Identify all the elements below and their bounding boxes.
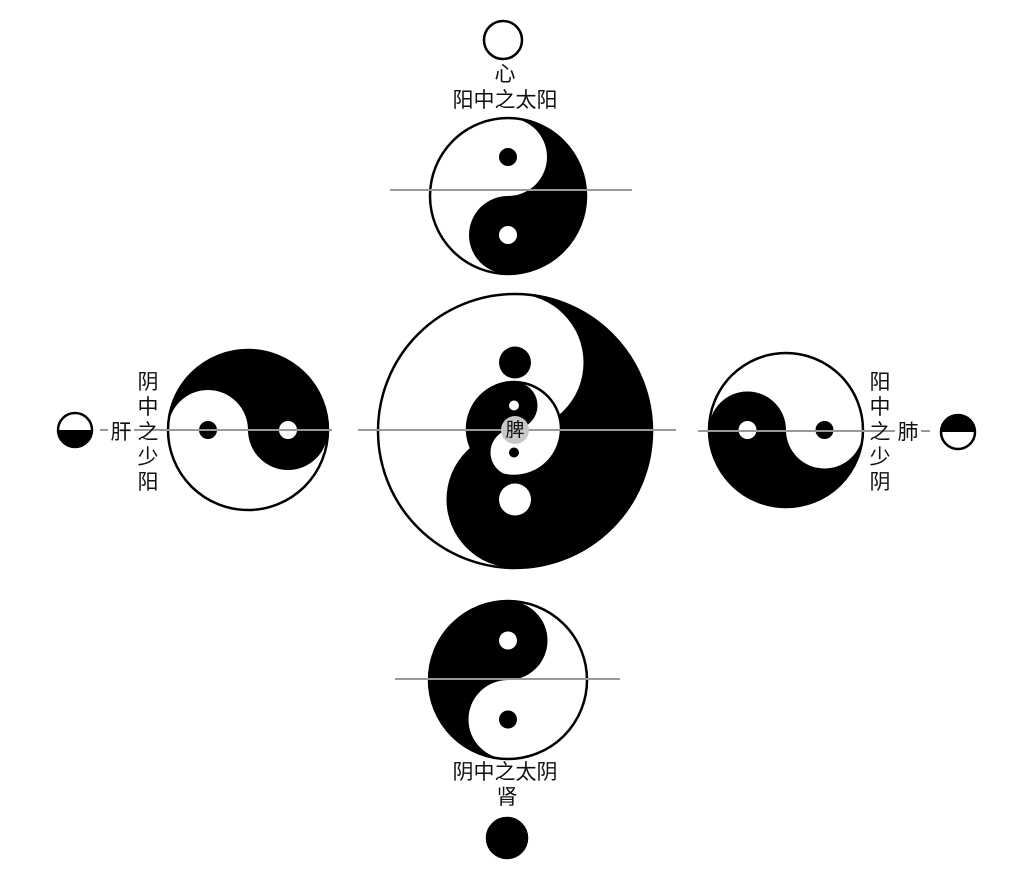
yin-dot <box>499 710 517 729</box>
phase-fill <box>487 818 527 858</box>
spleen-badge <box>501 416 529 444</box>
liver-label: 肝 <box>108 420 134 445</box>
yin-dot <box>509 447 519 458</box>
yang-dot <box>509 400 519 411</box>
liver-phase-label: 阴中之少阳 <box>137 370 159 494</box>
phase-fill <box>941 415 975 432</box>
yin-half <box>709 391 863 507</box>
liver-phase-circle <box>56 411 94 449</box>
lung-phase-label: 阳中之少阴 <box>869 370 891 494</box>
kidney-label: 肾 <box>496 785 518 809</box>
spleen-label: 脾 <box>505 419 525 441</box>
phase-outline <box>56 411 94 449</box>
heart-label: 心 <box>494 62 516 86</box>
phase-outline <box>939 413 977 451</box>
phase-outline <box>485 816 529 860</box>
heart-yin-yang <box>428 116 588 276</box>
heart-phase-label: 阳中之太阳 <box>452 88 558 112</box>
yin-dot <box>499 148 517 166</box>
kidney-phase-label: 阴中之太阴 <box>452 760 558 784</box>
phase-fill <box>58 430 92 447</box>
lung-label: 肺 <box>895 420 921 445</box>
yin-half <box>168 350 328 470</box>
phase-bg <box>484 21 522 59</box>
yin-half <box>469 118 586 274</box>
yang-dot <box>499 631 517 650</box>
outline-circle <box>428 116 588 276</box>
kidney-phase-circle <box>485 816 529 860</box>
yin-dot <box>499 346 531 379</box>
lung-phase-circle <box>939 413 977 451</box>
yang-dot <box>499 483 531 516</box>
yang-dot <box>499 226 517 244</box>
phase-outline <box>482 19 524 61</box>
heart-phase-circle <box>482 19 524 61</box>
